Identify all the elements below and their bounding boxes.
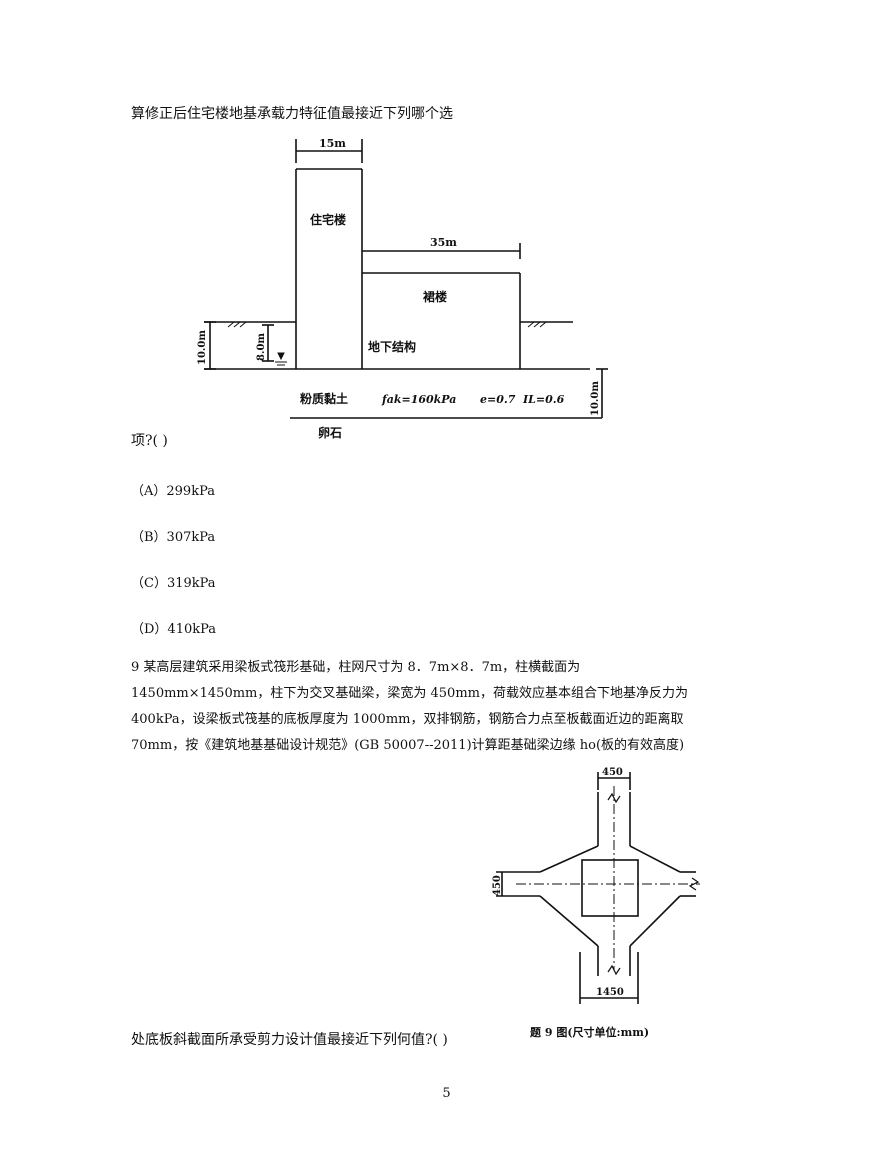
option-d: （D）410kPa — [131, 622, 217, 637]
label-main-tower: 住宅楼 — [310, 212, 346, 227]
q9-line-4: 70mm，按《建筑地基基础设计规范》(GB 50007--2011)计算距基础梁… — [131, 738, 685, 753]
q8-stem-end: 项?( ) — [131, 433, 168, 449]
soil-e: e=0.7 — [480, 393, 516, 406]
q9-line-1: 9 某高层建筑采用梁板式筏形基础，柱网尺寸为 8．7m×8．7m，柱横截面为 — [131, 660, 581, 675]
option-b: （B）307kPa — [131, 530, 216, 545]
option-c: （C）319kPa — [131, 576, 216, 591]
q9-stem-end: 处底板斜截面所承受剪力设计值最接近下列何值?( ) — [131, 1032, 448, 1048]
soil-fak: fak=160kPa — [381, 393, 456, 406]
width-main: 15m — [319, 137, 346, 150]
layer-thickness: 10.0m — [590, 381, 601, 416]
dim-left: 450 — [492, 875, 503, 896]
water-depth: 8.0m — [256, 333, 267, 361]
figure-caption: 题 9 图(尺寸单位:mm) — [530, 1025, 649, 1039]
q9-line-2: 1450mm×1450mm，柱下为交叉基础梁，梁宽为 450mm，荷载效应基本组… — [131, 686, 688, 701]
dim-top: 450 — [602, 767, 623, 778]
q9-line-3: 400kPa，设梁板式筏基的底板厚度为 1000mm，双排钢筋，钢筋合力点至板截… — [131, 712, 684, 727]
raft-beam-figure: 450 450 1450 题 9 图(尺寸单位:mm) — [492, 767, 700, 1039]
page-number: 5 — [442, 1086, 451, 1101]
building-section-figure: 15m 住宅楼 35m 裙楼 地下结构 10.0m 8.0m 粉质黏土 fak=… — [197, 137, 608, 440]
q8-stem-start: 算修正后住宅楼地基承载力特征值最接近下列哪个选 — [131, 106, 453, 122]
soil-il: IL=0.6 — [522, 393, 565, 406]
label-podium: 裙楼 — [422, 289, 447, 304]
soil-name: 粉质黏土 — [300, 391, 348, 406]
label-basement: 地下结构 — [368, 339, 416, 354]
width-podium: 35m — [430, 236, 457, 249]
depth-left: 10.0m — [197, 330, 208, 365]
option-a: （A）299kPa — [131, 484, 215, 499]
bottom-layer: 卵石 — [318, 425, 342, 440]
dim-bottom: 1450 — [596, 987, 624, 998]
